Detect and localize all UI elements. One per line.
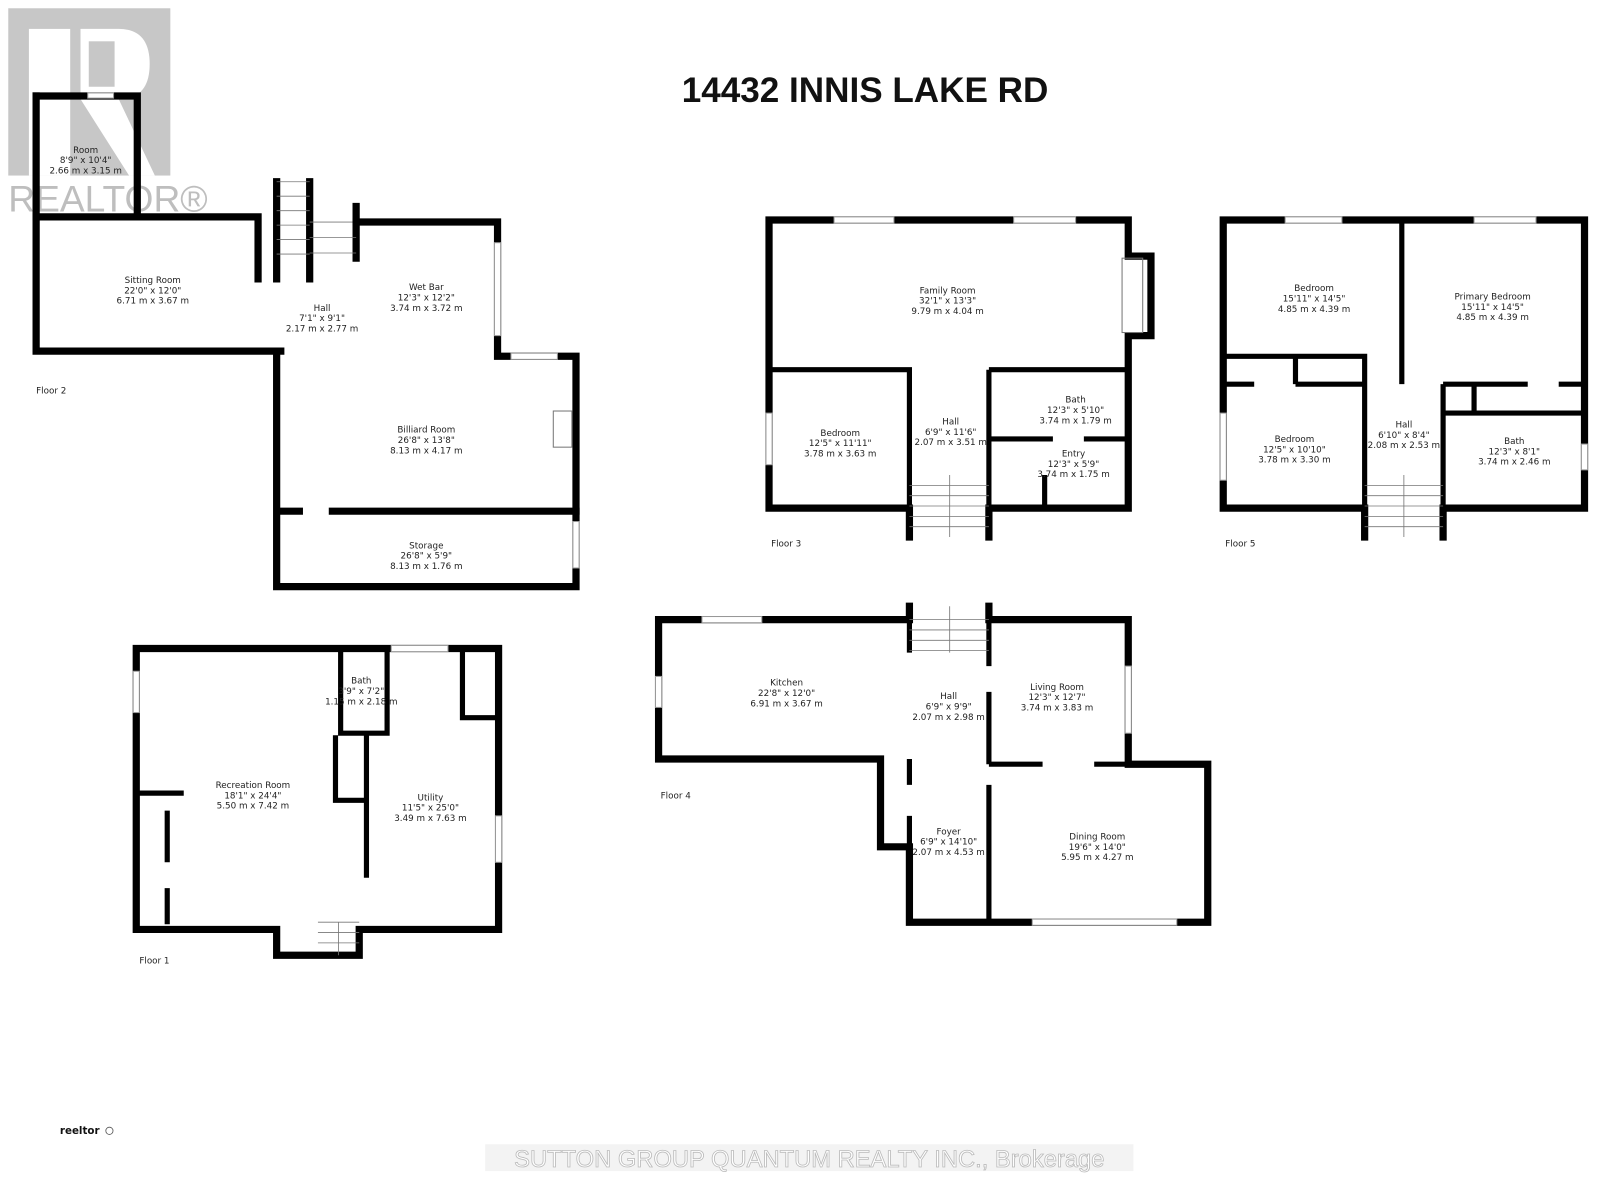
floor-3-plan: Floor 3 bbox=[765, 216, 1155, 549]
room-name: Wet Bar bbox=[409, 283, 444, 293]
room-metric: 3.74 m x 3.72 m bbox=[390, 304, 462, 314]
room-imperial: 3'9" x 7'2" bbox=[338, 687, 384, 697]
floor-label: Floor 1 bbox=[139, 957, 169, 967]
room-name: Bedroom bbox=[820, 429, 860, 439]
room-metric: 9.79 m x 4.04 m bbox=[911, 307, 983, 317]
room-name: Recreation Room bbox=[216, 781, 291, 791]
room-metric: 3.74 m x 1.79 m bbox=[1039, 416, 1111, 426]
room-imperial: 15'11" x 14'5" bbox=[1283, 295, 1346, 305]
room-metric: 2.08 m x 2.53 m bbox=[1368, 441, 1440, 451]
reeltor-mark-icon bbox=[105, 1126, 114, 1135]
realtor-logo-text: REALTOR® bbox=[8, 178, 207, 220]
reeltor-footer-logo: reeltor bbox=[60, 1125, 101, 1137]
room-name: Hall bbox=[1395, 421, 1412, 431]
room-imperial: 22'8" x 12'0" bbox=[758, 689, 815, 699]
page-title: 14432 INNIS LAKE RD bbox=[682, 71, 1049, 110]
room-name: Family Room bbox=[920, 286, 976, 296]
room-imperial: 32'1" x 13'3" bbox=[919, 297, 976, 307]
room-imperial: 6'9" x 14'10" bbox=[920, 838, 977, 848]
floor-1-plan: Floor 1 bbox=[132, 644, 503, 967]
room-name: Bath bbox=[1504, 437, 1524, 447]
room-name: Hall bbox=[940, 692, 957, 702]
room-metric: 2.66 m x 3.15 m bbox=[49, 166, 121, 176]
floor-label: Floor 2 bbox=[36, 386, 66, 396]
floor-label: Floor 4 bbox=[661, 791, 692, 801]
room-imperial: 12'3" x 5'9" bbox=[1048, 460, 1100, 470]
room-name: Billiard Room bbox=[397, 426, 455, 436]
room-imperial: 26'8" x 13'8" bbox=[398, 436, 455, 446]
room-name: Foyer bbox=[937, 827, 962, 837]
room-name: Bath bbox=[351, 677, 371, 687]
room-metric: 2.07 m x 3.51 m bbox=[914, 438, 986, 448]
room-imperial: 8'9" x 10'4" bbox=[60, 156, 112, 166]
room-metric: 8.13 m x 4.17 m bbox=[390, 446, 462, 456]
room-name: Hall bbox=[314, 304, 331, 314]
room-metric: 5.95 m x 4.27 m bbox=[1061, 853, 1133, 863]
room-name: Living Room bbox=[1030, 683, 1084, 693]
room-imperial: 12'3" x 8'1" bbox=[1489, 447, 1541, 457]
room-metric: 4.85 m x 4.39 m bbox=[1456, 313, 1528, 323]
room-metric: 3.49 m x 7.63 m bbox=[394, 814, 466, 824]
room-imperial: 15'11" x 14'5" bbox=[1461, 303, 1524, 313]
room-name: Storage bbox=[409, 541, 443, 551]
room-imperial: 6'10" x 8'4" bbox=[1378, 431, 1430, 441]
floor-2-plan bbox=[32, 92, 580, 591]
room-name: Dining Room bbox=[1069, 833, 1125, 843]
room-metric: 8.13 m x 1.76 m bbox=[390, 562, 462, 572]
room-imperial: 22'0" x 12'0" bbox=[124, 286, 181, 296]
room-name: Sitting Room bbox=[125, 276, 181, 286]
room-metric: 5.50 m x 7.42 m bbox=[217, 802, 289, 812]
room-metric: 2.17 m x 2.77 m bbox=[286, 324, 358, 334]
room-imperial: 12'3" x 12'7" bbox=[1028, 693, 1085, 703]
floor-label: Floor 5 bbox=[1225, 539, 1255, 549]
room-name: Utility bbox=[418, 793, 444, 803]
floor-5-plan: Floor 5 bbox=[1219, 216, 1589, 549]
room-name: Bath bbox=[1065, 396, 1085, 406]
room-metric: 3.74 m x 1.75 m bbox=[1037, 470, 1109, 480]
room-imperial: 12'5" x 10'10" bbox=[1263, 445, 1326, 455]
room-metric: 4.85 m x 4.39 m bbox=[1278, 305, 1350, 315]
room-imperial: 7'1" x 9'1" bbox=[299, 314, 345, 324]
room-imperial: 6'9" x 9'9" bbox=[926, 702, 972, 712]
room-metric: 3.74 m x 3.83 m bbox=[1021, 703, 1093, 713]
floor-label: Floor 3 bbox=[771, 539, 801, 549]
room-name: Hall bbox=[942, 417, 959, 427]
room-name: Room bbox=[73, 146, 98, 156]
room-metric: 6.91 m x 3.67 m bbox=[750, 699, 822, 709]
room-imperial: 6'9" x 11'6" bbox=[925, 428, 977, 438]
room-metric: 2.07 m x 2.98 m bbox=[912, 713, 984, 723]
brokerage-watermark: SUTTON GROUP QUANTUM REALTY INC., Broker… bbox=[514, 1147, 1104, 1173]
room-imperial: 12'5" x 11'11" bbox=[809, 439, 872, 449]
room-name: Bedroom bbox=[1275, 435, 1315, 445]
room-metric: 3.78 m x 3.30 m bbox=[1258, 456, 1330, 466]
watermark-backdrop bbox=[485, 1144, 1134, 1172]
room-imperial: 19'6" x 14'0" bbox=[1069, 843, 1126, 853]
realtor-logo: REALTOR® bbox=[8, 8, 208, 220]
room-name: Bedroom bbox=[1294, 284, 1334, 294]
room-imperial: 26'8" x 5'9" bbox=[401, 552, 453, 562]
room-metric: 3.78 m x 3.63 m bbox=[804, 449, 876, 459]
room-imperial: 12'3" x 5'10" bbox=[1047, 406, 1104, 416]
room-metric: 1.15 m x 2.18 m bbox=[325, 697, 397, 707]
room-imperial: 18'1" x 24'4" bbox=[224, 791, 281, 801]
room-name: Primary Bedroom bbox=[1454, 292, 1530, 302]
floor-4-plan: Floor 4 bbox=[654, 602, 1212, 926]
room-metric: 3.74 m x 2.46 m bbox=[1478, 458, 1550, 468]
room-name: Entry bbox=[1062, 449, 1085, 459]
room-metric: 2.07 m x 4.53 m bbox=[912, 848, 984, 858]
room-imperial: 12'3" x 12'2" bbox=[398, 294, 455, 304]
room-name: Kitchen bbox=[770, 679, 803, 689]
room-imperial: 11'5" x 25'0" bbox=[402, 804, 459, 814]
room-metric: 6.71 m x 3.67 m bbox=[117, 297, 189, 307]
